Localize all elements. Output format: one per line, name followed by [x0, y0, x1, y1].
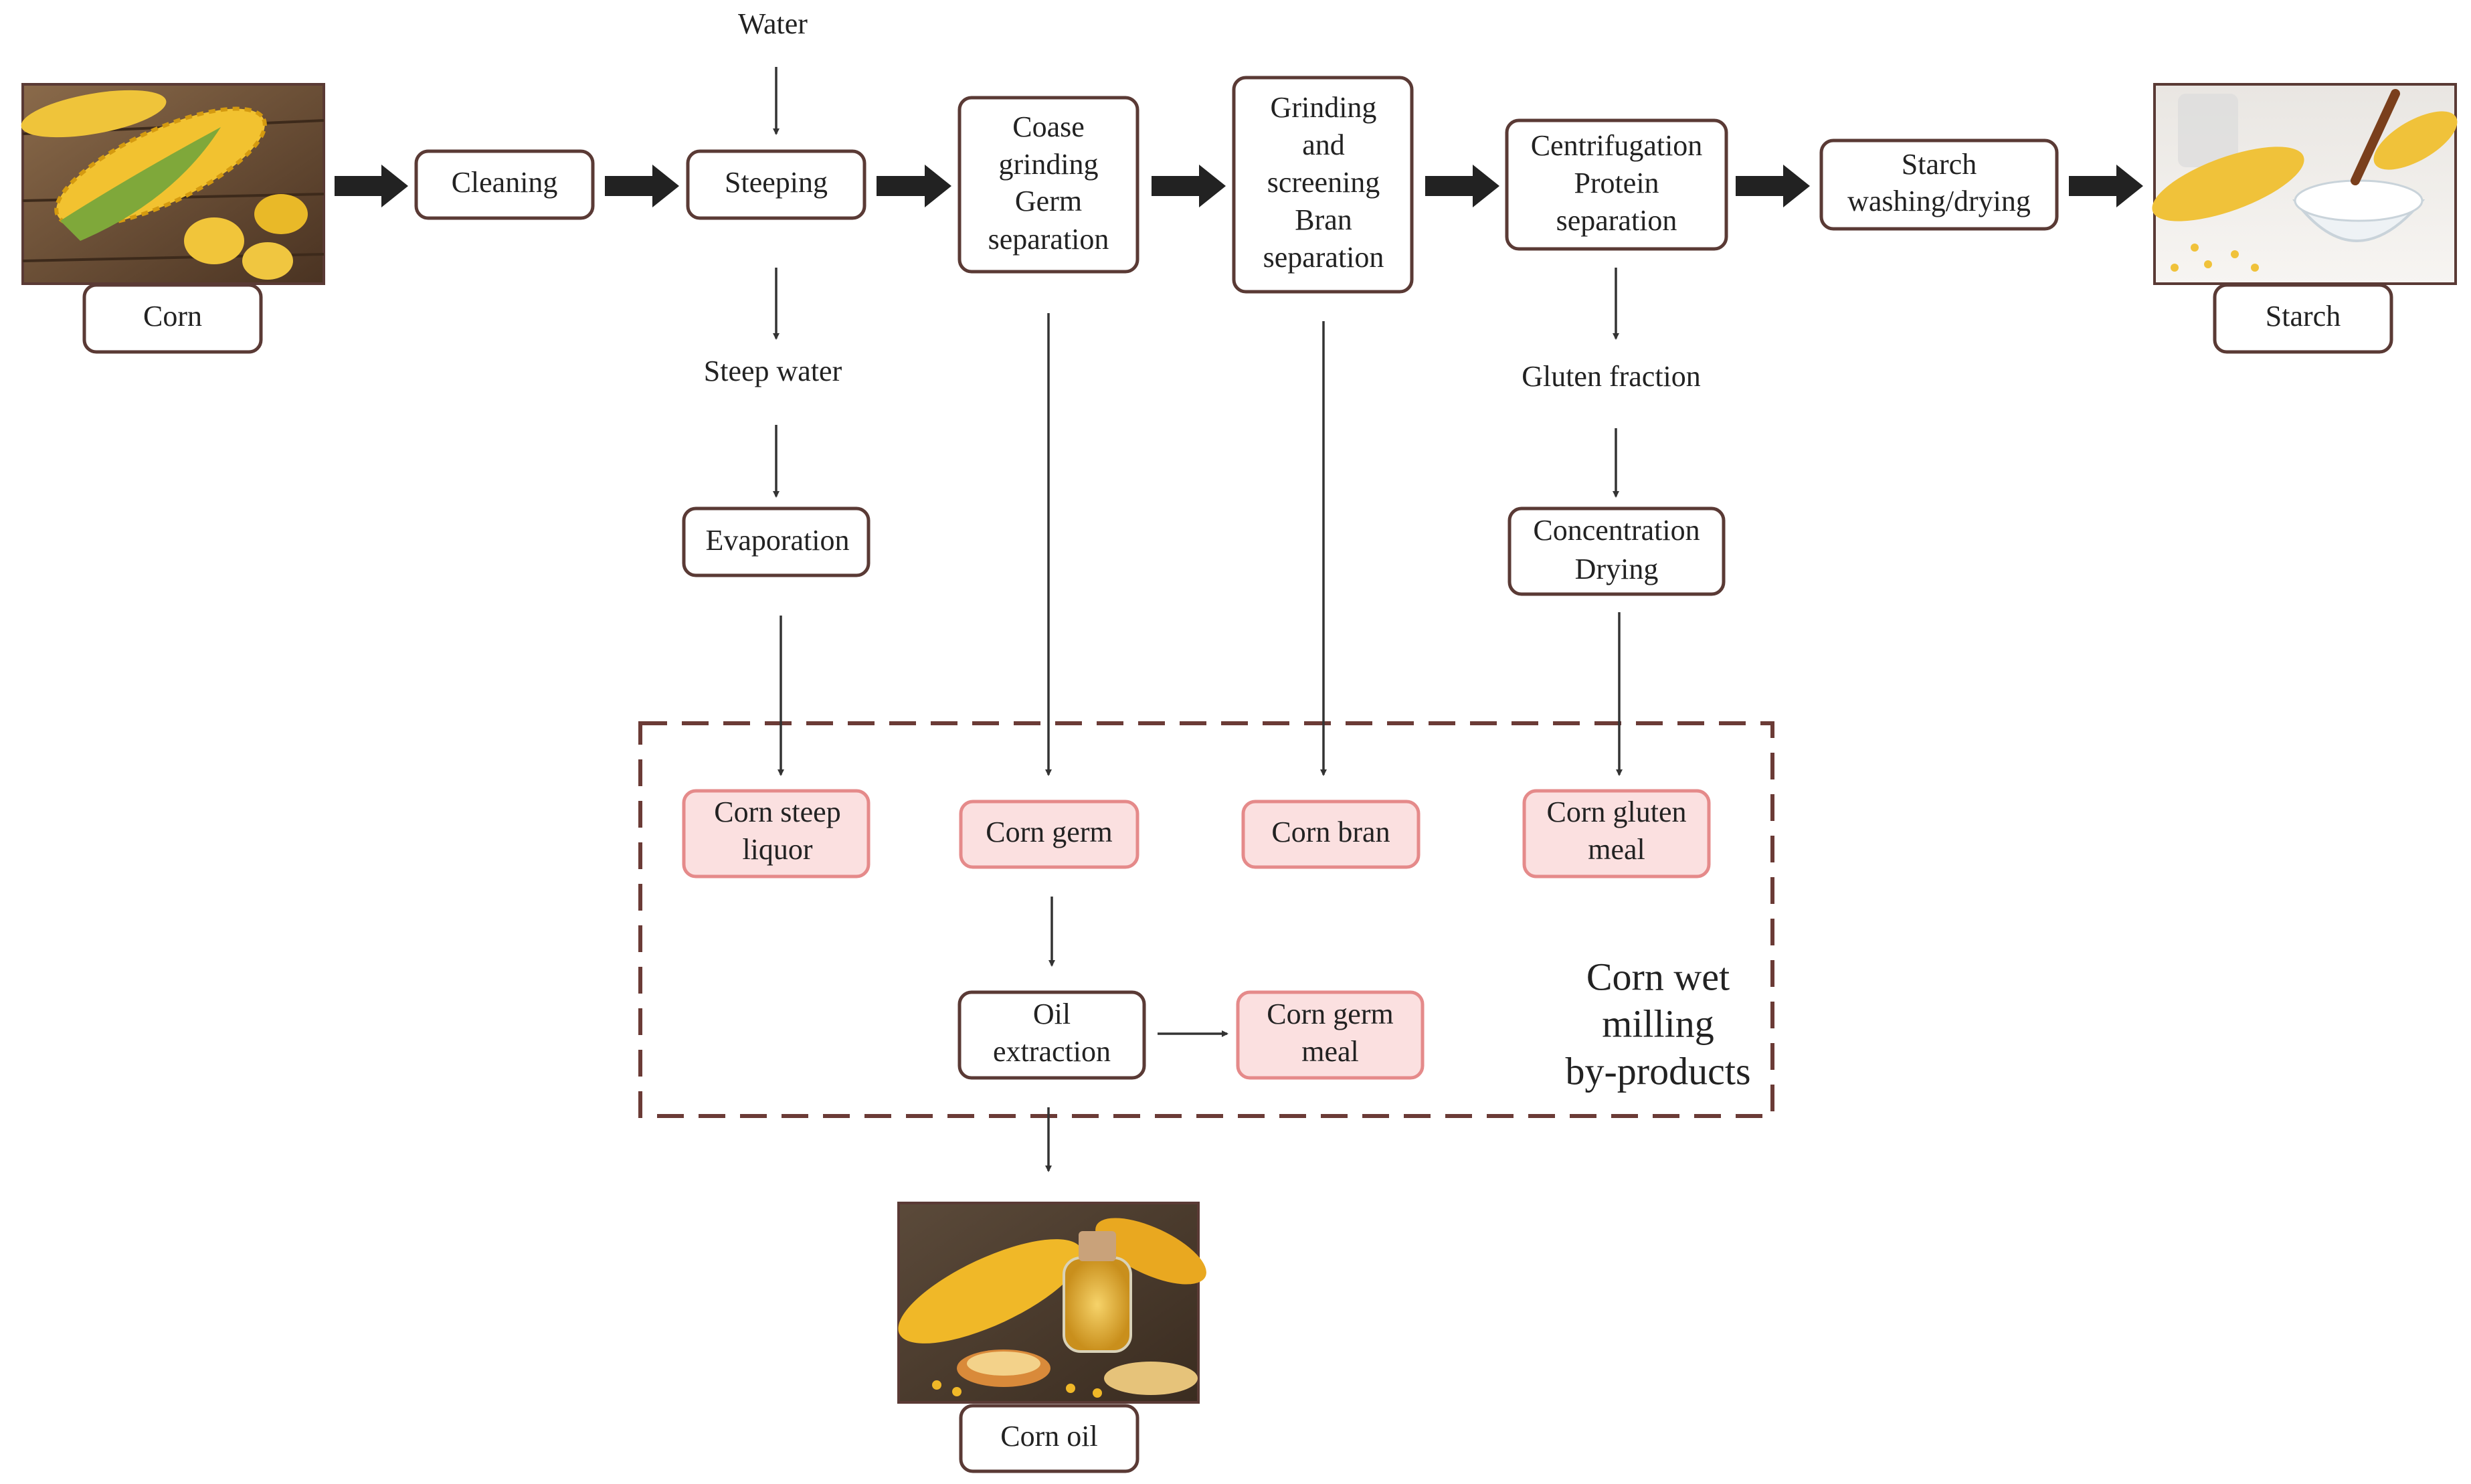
corn-steep-liquor-node: Corn steep liquor [682, 789, 871, 878]
gluten-meal-line-2: meal [1588, 833, 1645, 866]
centrifugation-line-2: Protein [1574, 167, 1659, 199]
evaporation-label: Evaporation [705, 524, 849, 557]
cleaning-label: Cleaning [452, 166, 558, 199]
centrifugation-node: Centrifugation Protein separation [1505, 118, 1728, 251]
oil-extraction-line-2: extraction [993, 1035, 1111, 1068]
germ-meal-line-2: meal [1301, 1035, 1359, 1068]
coarse-grinding-line-4: separation [988, 223, 1109, 256]
oil-extraction-line-1: Oil [1033, 998, 1071, 1030]
centrifugation-line-3: separation [1556, 204, 1677, 237]
grinding-screening-node: Grinding and screening Bran separation [1232, 76, 1414, 294]
corn-germ-label: Corn germ [986, 816, 1112, 848]
coarse-grinding-line-1: Coase [1012, 110, 1085, 143]
thick-arrow-7 [2069, 165, 2143, 207]
corn-bran-label: Corn bran [1271, 816, 1390, 848]
grinding-screening-line-2: and [1302, 128, 1345, 161]
corn-germ-meal-node: Corn germ meal [1236, 990, 1425, 1080]
thick-arrow-2 [605, 165, 679, 207]
thick-arrow-5 [1425, 165, 1499, 207]
steep-liquor-line-2: liquor [742, 833, 812, 866]
water-label: Water [738, 7, 808, 40]
thick-arrow-6 [1736, 165, 1810, 207]
group-label-line-1: Corn wet [1586, 955, 1730, 998]
starch-washing-line-2: washing/drying [1847, 185, 2031, 217]
germ-meal-line-1: Corn germ [1267, 998, 1393, 1030]
byproducts-group-label: Corn wet milling by-products [1565, 955, 1750, 1093]
corn-photo [21, 83, 325, 285]
centrifugation-line-1: Centrifugation [1531, 129, 1703, 162]
corn-node: Corn [82, 283, 263, 354]
coarse-grinding-line-2: grinding [998, 148, 1098, 181]
corn-bran-node: Corn bran [1241, 800, 1421, 869]
thick-arrow-4 [1152, 165, 1226, 207]
starch-washing-line-1: Starch [1902, 148, 1977, 181]
grinding-screening-line-3: screening [1267, 166, 1380, 199]
concentration-line-2: Drying [1575, 553, 1659, 585]
byproducts-frame [638, 721, 1774, 1118]
steep-water-label: Steep water [704, 355, 842, 387]
group-label-line-3: by-products [1565, 1049, 1750, 1093]
grinding-screening-line-1: Grinding [1271, 91, 1377, 124]
oil-extraction-node: Oil extraction [957, 990, 1146, 1080]
group-label-line-2: milling [1602, 1002, 1714, 1045]
starch-node: Starch [2213, 283, 2393, 354]
steeping-label: Steeping [725, 166, 828, 199]
corn-oil-photo [897, 1202, 1206, 1404]
corn-gluten-meal-node: Corn gluten meal [1522, 789, 1711, 878]
gluten-meal-line-1: Corn gluten [1547, 796, 1687, 828]
corn-label: Corn [143, 300, 202, 333]
cleaning-node: Cleaning [414, 149, 595, 220]
concentration-drying-node: Concentration Drying [1507, 506, 1726, 596]
starch-photo [2152, 83, 2458, 285]
gluten-fraction-label: Gluten fraction [1522, 360, 1701, 393]
starch-label: Starch [2266, 300, 2341, 333]
grinding-screening-line-4: Bran [1295, 203, 1352, 236]
grinding-screening-line-5: separation [1263, 241, 1384, 274]
corn-germ-node: Corn germ [959, 800, 1139, 869]
steeping-node: Steeping [686, 149, 866, 220]
coarse-grinding-line-3: Germ [1015, 185, 1082, 217]
corn-oil-label: Corn oil [1000, 1420, 1097, 1453]
starch-washing-node: Starch washing/drying [1819, 138, 2059, 231]
corn-oil-node: Corn oil [959, 1404, 1139, 1473]
thick-arrow-1 [335, 165, 408, 207]
steep-liquor-line-1: Corn steep [714, 796, 840, 828]
coarse-grinding-node: Coase grinding Germ separation [957, 96, 1139, 274]
thick-arrow-3 [877, 165, 951, 207]
evaporation-node: Evaporation [682, 506, 871, 577]
concentration-line-1: Concentration [1533, 514, 1700, 547]
